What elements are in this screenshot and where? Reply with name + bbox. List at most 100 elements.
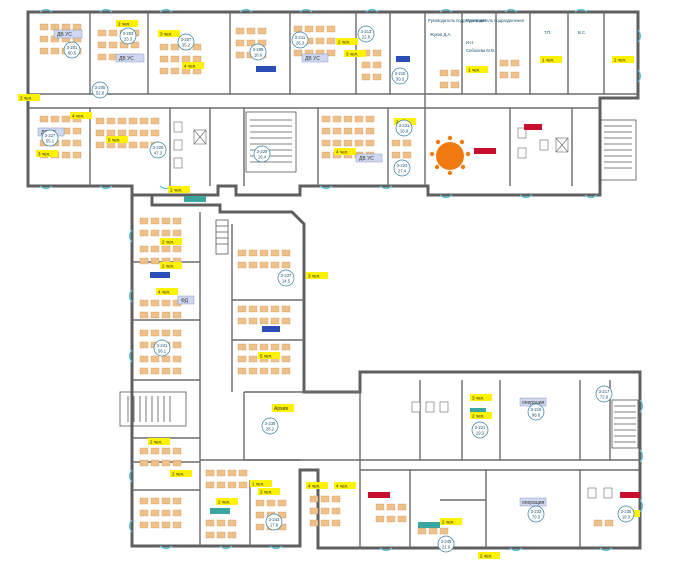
desk — [108, 41, 118, 49]
svg-text:операция: операция — [522, 400, 544, 406]
desk — [150, 355, 160, 363]
desk — [170, 67, 180, 75]
desk — [139, 245, 149, 253]
desk — [343, 115, 353, 123]
desk — [39, 35, 49, 43]
desk — [161, 447, 171, 455]
desk — [205, 481, 215, 489]
desk — [150, 459, 160, 467]
desk — [331, 519, 341, 527]
desk — [216, 481, 226, 489]
svg-text:2 чел.: 2 чел. — [218, 500, 230, 505]
svg-text:4 чел.: 4 чел. — [158, 290, 170, 295]
svg-text:Жуков Д.А.: Жуков Д.А. — [430, 32, 451, 37]
desk — [192, 55, 202, 63]
desk — [139, 497, 149, 505]
desk — [159, 55, 169, 63]
desk — [402, 139, 412, 147]
desk — [117, 129, 127, 137]
desk — [331, 507, 341, 515]
desk — [354, 115, 364, 123]
room-code: 3-215 — [395, 71, 406, 76]
svg-text:2 чел.: 2 чел. — [480, 554, 492, 559]
seat-tag: 3 чел. — [470, 394, 492, 401]
desk — [259, 317, 269, 325]
room-code: 3-203 — [123, 31, 134, 36]
desk — [150, 257, 160, 265]
room-circle — [437, 535, 455, 553]
department-tags: ДВ УС ДВ УС ДВ УС ДВ УС ДВ УС ФД Архив о… — [37, 29, 547, 507]
desk — [50, 47, 60, 55]
desk — [397, 503, 407, 511]
desk — [61, 23, 71, 31]
desk — [139, 341, 149, 349]
desk — [320, 507, 330, 515]
room-circle — [357, 25, 375, 43]
desk — [139, 521, 149, 529]
seat-tag: 2 чел. — [160, 262, 182, 269]
desk — [281, 343, 291, 351]
desk — [161, 355, 171, 363]
desk — [402, 151, 412, 159]
desk — [354, 139, 364, 147]
desk — [386, 503, 396, 511]
desk — [150, 509, 160, 517]
room-area: 55.1 — [46, 139, 55, 144]
desk — [139, 257, 149, 265]
desk — [172, 229, 182, 237]
desk — [237, 261, 247, 269]
restroom-fixtures — [173, 121, 613, 499]
desk — [161, 311, 171, 319]
desk — [343, 127, 353, 135]
room-code: 3-201 — [67, 45, 78, 50]
desk — [227, 531, 237, 539]
west-wing-outer-wall — [130, 195, 642, 550]
room-code: 3-223 — [397, 163, 408, 168]
desk — [159, 43, 169, 51]
svg-text:3 чел.: 3 чел. — [472, 396, 484, 401]
svg-text:4 чел.: 4 чел. — [336, 150, 348, 155]
seat-tag: 5 чел. — [258, 352, 280, 359]
desk — [172, 341, 182, 349]
desk — [255, 511, 265, 519]
desk — [139, 355, 149, 363]
room-code: 3-245 — [441, 539, 452, 544]
seat-tag: 3 чел. — [36, 150, 58, 157]
room-circle — [391, 67, 409, 85]
desk — [161, 509, 171, 517]
building-walls — [26, 10, 642, 550]
svg-text:4 чел.: 4 чел. — [72, 114, 84, 119]
room-code: 3-211 — [295, 35, 306, 40]
desk — [97, 53, 107, 61]
seat-tag: 2 чел. — [258, 488, 280, 495]
desk — [161, 367, 171, 375]
desk — [172, 311, 182, 319]
desk — [150, 329, 160, 337]
room-circle — [253, 145, 271, 163]
desk — [397, 515, 407, 523]
seat-tag: 2 чел. — [160, 238, 182, 245]
desk — [361, 61, 371, 69]
desk — [139, 459, 149, 467]
desk — [326, 25, 336, 33]
desk — [172, 521, 182, 529]
svg-text:2 чел.: 2 чел. — [20, 96, 32, 101]
desk — [150, 129, 160, 137]
desk — [235, 39, 245, 47]
seat-tag: 4 чел. — [334, 482, 356, 489]
desk — [161, 217, 171, 225]
room-code: 3-225 — [153, 145, 164, 150]
name-labels: Руководитель подразделения Руководитель … — [428, 18, 586, 53]
desk — [321, 115, 331, 123]
desk — [227, 481, 237, 489]
desk — [139, 367, 149, 375]
seat-tag: 1 чел. — [250, 480, 272, 487]
desk — [139, 447, 149, 455]
room-code: 3-209 — [253, 47, 264, 52]
